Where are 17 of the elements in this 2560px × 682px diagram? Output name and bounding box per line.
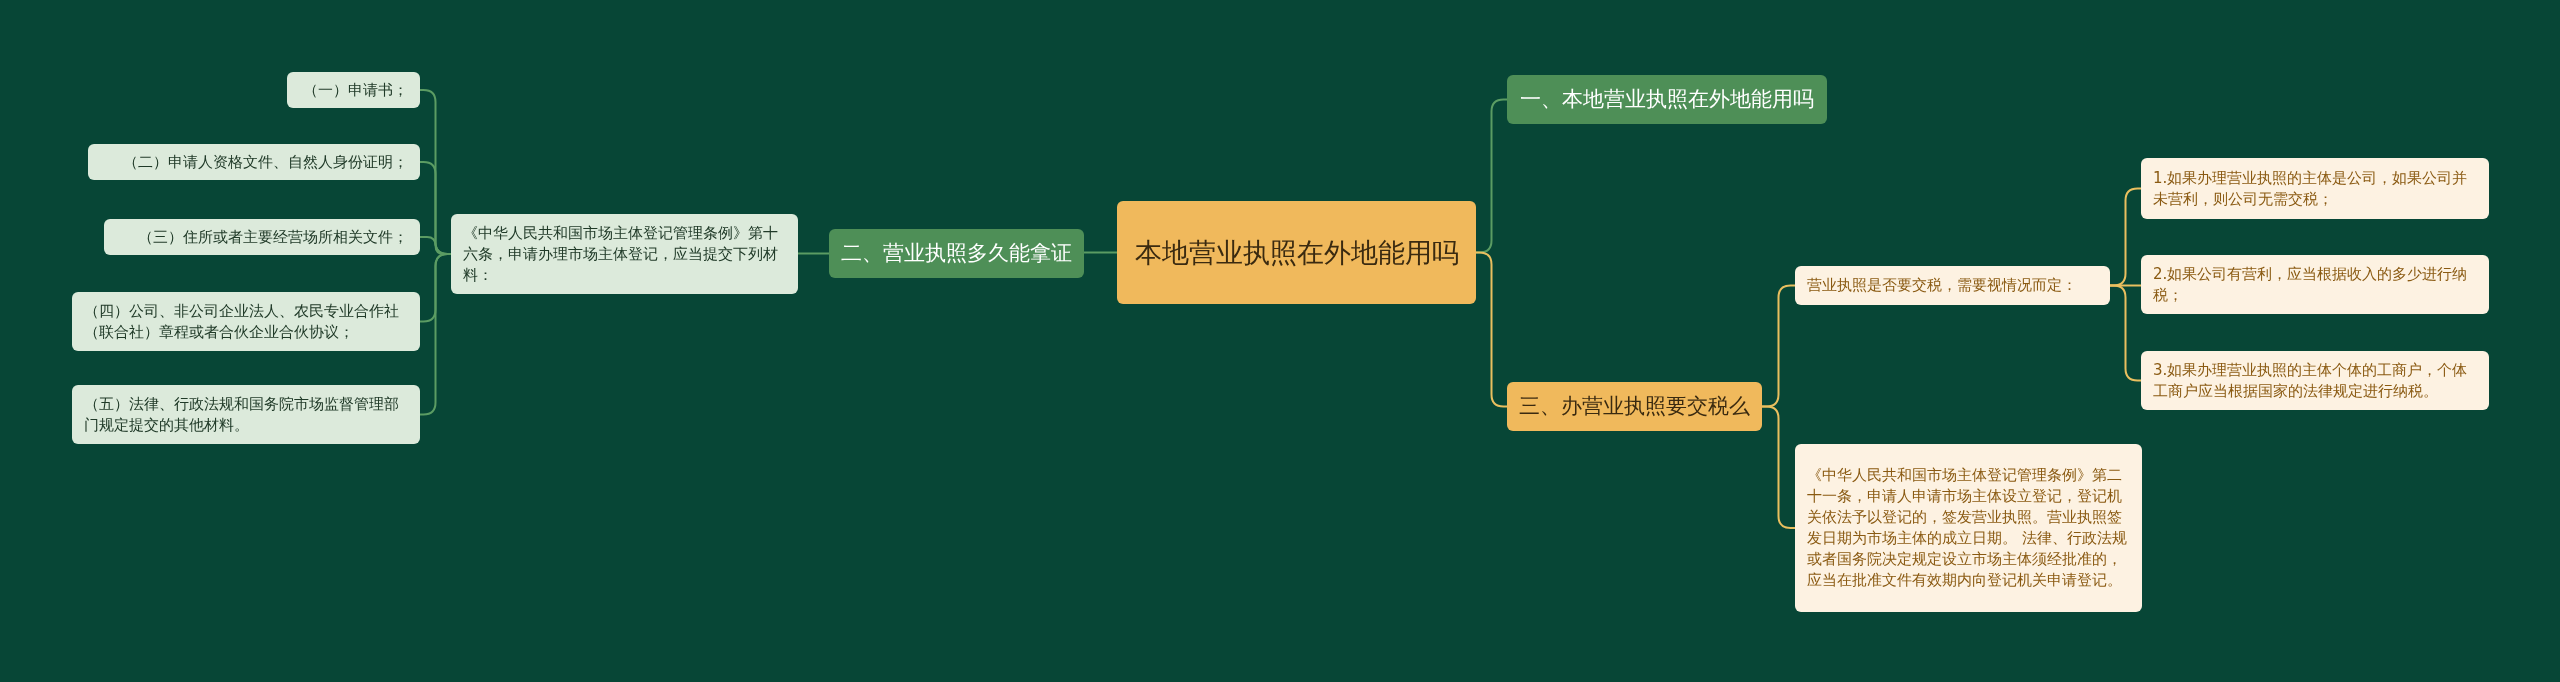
leaf-topic-box: 3.如果办理营业执照的主体个体的工商户，个体工商户应当根据国家的法律规定进行纳税。 — [2141, 351, 2489, 410]
leaf-topic-box: 2.如果公司有营利，应当根据收入的多少进行纳税； — [2141, 255, 2489, 314]
branch-topic-box: 二、营业执照多久能拿证 — [829, 229, 1084, 278]
leaf-topic-box: （四）公司、非公司企业法人、农民专业合作社（联合社）章程或者合伙企业合伙协议； — [72, 292, 420, 351]
subtopic-box: 营业执照是否要交税，需要视情况而定： — [1795, 266, 2110, 305]
leaf-topic-box: （一）申请书； — [287, 72, 420, 108]
leaf-topic-box: （二）申请人资格文件、自然人身份证明； — [88, 144, 420, 180]
connector-line — [797, 252, 830, 255]
leaf-topic-box: （五）法律、行政法规和国务院市场监督管理部门规定提交的其他材料。 — [72, 385, 420, 444]
subtopic-box: 《中华人民共和国市场主体登记管理条例》第二十一条，申请人申请市场主体设立登记，登记机关依法予以登记的，签发营业执照。营业执照签发日期为市场主体的成立日期。 法律、行政法规或者国务院决定规定设立市场主体须经批准的，应当在批准文件有效期内向登记机关申请登记。 — [1795, 444, 2142, 612]
connector-line — [1083, 251, 1118, 254]
branch-topic-box: 一、本地营业执照在外地能用吗 — [1507, 75, 1827, 124]
root-topic-box: 本地营业执照在外地能用吗 — [1117, 201, 1476, 304]
leaf-topic-box: 1.如果办理营业执照的主体是公司，如果公司并未营利，则公司无需交税； — [2141, 158, 2489, 219]
branch-topic-box: 三、办营业执照要交税么 — [1507, 382, 1762, 431]
leaf-topic-box: （三）住所或者主要经营场所相关文件； — [104, 219, 420, 255]
subtopic-box: 《中华人民共和国市场主体登记管理条例》第十六条，申请办理市场主体登记，应当提交下列材料： — [451, 214, 798, 294]
